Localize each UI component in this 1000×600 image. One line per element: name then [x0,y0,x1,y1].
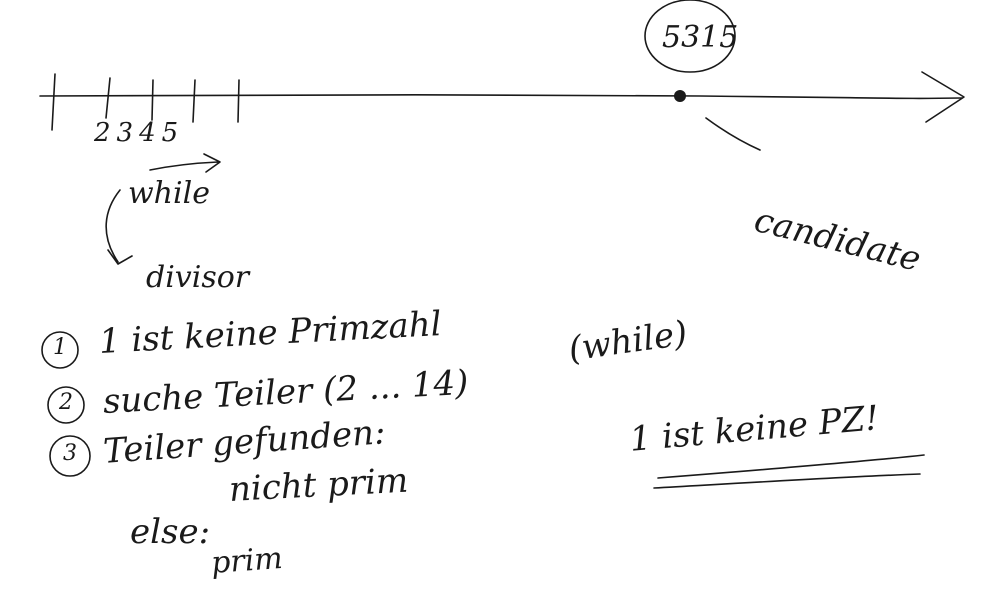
tick-5 [237,79,240,123]
while-label: while [128,176,210,211]
else-label: else: [130,512,211,552]
conclusion-underline-top [657,454,925,479]
divisor-label: divisor [146,260,250,295]
step-circle-2 [47,386,85,424]
step-number-1: 1 [53,335,67,360]
number-line [39,94,963,100]
candidate-pointer-line [705,117,761,151]
else-result: prim [210,541,284,581]
tick-origin [51,73,56,131]
candidate-circle [644,0,736,73]
number-line-arrowhead [921,71,965,123]
candidate-value: 5315 [662,20,739,55]
tick-label-4: 4 [139,118,162,148]
step-circle-1 [41,331,79,369]
tick-label-3: 3 [116,118,140,148]
tick-4 [192,79,196,123]
tick-3 [151,79,154,121]
tick-2 [105,77,111,119]
candidate-point [674,90,686,102]
step-number-3: 3 [63,441,77,466]
tick-labels: 2345 [94,118,184,148]
tick-label-5: 5 [161,118,185,148]
step-number-2: 2 [59,390,73,415]
iteration-arrow [149,153,221,173]
while-bracket [105,189,133,265]
conclusion-underline-bottom [653,473,921,489]
tick-label-2: 2 [94,118,117,148]
step-circle-3 [49,435,91,477]
